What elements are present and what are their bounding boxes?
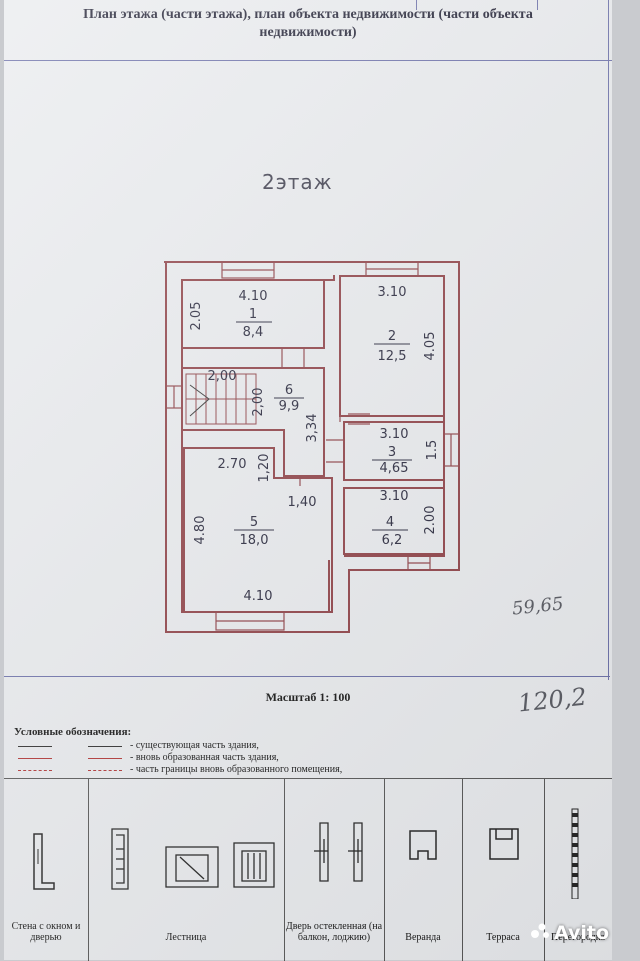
watermark-text: Avito (554, 922, 610, 944)
room1-width: 4.10 (239, 289, 268, 304)
symbol-cell-stairs: Лестница (88, 779, 285, 961)
legend-title: Условные обозначения: (14, 726, 132, 738)
legend-row-new: - вновь образованная часть здания, (18, 752, 418, 764)
room3-height: 1.5 (425, 440, 440, 461)
symbols-table: Стена с окном и дверью Лестница (4, 778, 612, 961)
frame-bottom-border (4, 676, 610, 677)
legend-text-new: - вновь образованная часть здания, (130, 752, 279, 763)
room5-notch-h: 1,20 (257, 454, 272, 483)
room3-width: 3.10 (380, 427, 409, 442)
room3-area: 4,65 (380, 461, 409, 476)
symbol-cell-terrace: Терраса (462, 779, 545, 961)
symbol-label-stairs: Лестница (165, 932, 207, 943)
room5-height: 4.80 (193, 516, 208, 545)
header-line-1: План этажа (части этажа), план объекта н… (83, 7, 533, 22)
stair-symbol (185, 373, 257, 425)
scale-label: Масштаб 1: 100 (265, 690, 351, 704)
symbol-label-wall: Стена с окном и дверью (11, 921, 81, 943)
room5-width-top: 2.70 (218, 457, 247, 472)
room6-area: 9,9 (279, 399, 300, 414)
floor-plan: 4.10 1 8,4 2.05 3.10 2 12,5 4.05 3.10 3 … (164, 261, 460, 633)
room6-number: 6 (285, 383, 293, 398)
document-sheet: План этажа (части этажа), план объекта н… (4, 0, 612, 961)
symbol-label-veranda: Веранда (405, 932, 441, 943)
room5-notch-w: 1,40 (288, 495, 317, 510)
symbol-label-terrace: Терраса (486, 932, 520, 943)
room3-number: 3 (388, 445, 396, 460)
wall-window-door-icon (33, 833, 55, 890)
symbol-cell-partition: Перегородка (544, 779, 612, 961)
room1-number: 1 (249, 307, 257, 322)
legend-text-boundary: - часть границы вновь образованного поме… (130, 764, 343, 775)
avito-watermark: Avito (530, 922, 630, 950)
frame-right-border (608, 0, 609, 680)
room5-number: 5 (250, 515, 258, 530)
partition-icon (571, 808, 579, 900)
symbol-cell-glass-door: Дверь остекленная (на балкон, лоджию) (284, 779, 385, 961)
symbol-label-glass-door: Дверь остекленная (на балкон, лоджию) (285, 921, 383, 943)
room4-height: 2.00 (423, 506, 438, 535)
room6-height: 2,00 (251, 388, 266, 417)
top-frame-stub (416, 0, 538, 10)
symbol-label-partition: Перегородка (551, 932, 605, 943)
room6-width: 2,00 (208, 369, 237, 384)
room2-height: 4.05 (423, 332, 438, 361)
legend-text-existing: - существующая часть здания, (130, 740, 259, 751)
room1-height: 2.05 (189, 302, 204, 331)
room5-area: 18,0 (240, 533, 269, 548)
glass-door-icon (314, 822, 363, 882)
legend-row-boundary: - часть границы вновь образованного поме… (18, 764, 418, 776)
symbol-cell-wall: Стена с окном и дверью (4, 779, 89, 961)
room2-number: 2 (388, 329, 396, 344)
avito-logo-icon (530, 922, 552, 945)
floor-title: 2этаж (262, 170, 333, 194)
symbol-cell-veranda: Веранда (384, 779, 463, 961)
stairs-icon (111, 828, 275, 890)
document-header: План этажа (части этажа), план объекта н… (4, 6, 612, 61)
room4-area: 6,2 (382, 533, 403, 548)
room6-corridor: 3,34 (305, 414, 320, 443)
header-line-2: недвижимости) (259, 25, 357, 40)
room2-area: 12,5 (378, 349, 407, 364)
room1-area: 8,4 (243, 325, 264, 340)
room2-width: 3.10 (378, 285, 407, 300)
room4-number: 4 (386, 515, 394, 530)
legend-row-existing: - существующая часть здания, (18, 740, 418, 752)
terrace-icon (489, 828, 519, 860)
room4-width: 3.10 (380, 489, 409, 504)
room5-width-bottom: 4.10 (244, 589, 273, 604)
veranda-icon (409, 830, 437, 860)
